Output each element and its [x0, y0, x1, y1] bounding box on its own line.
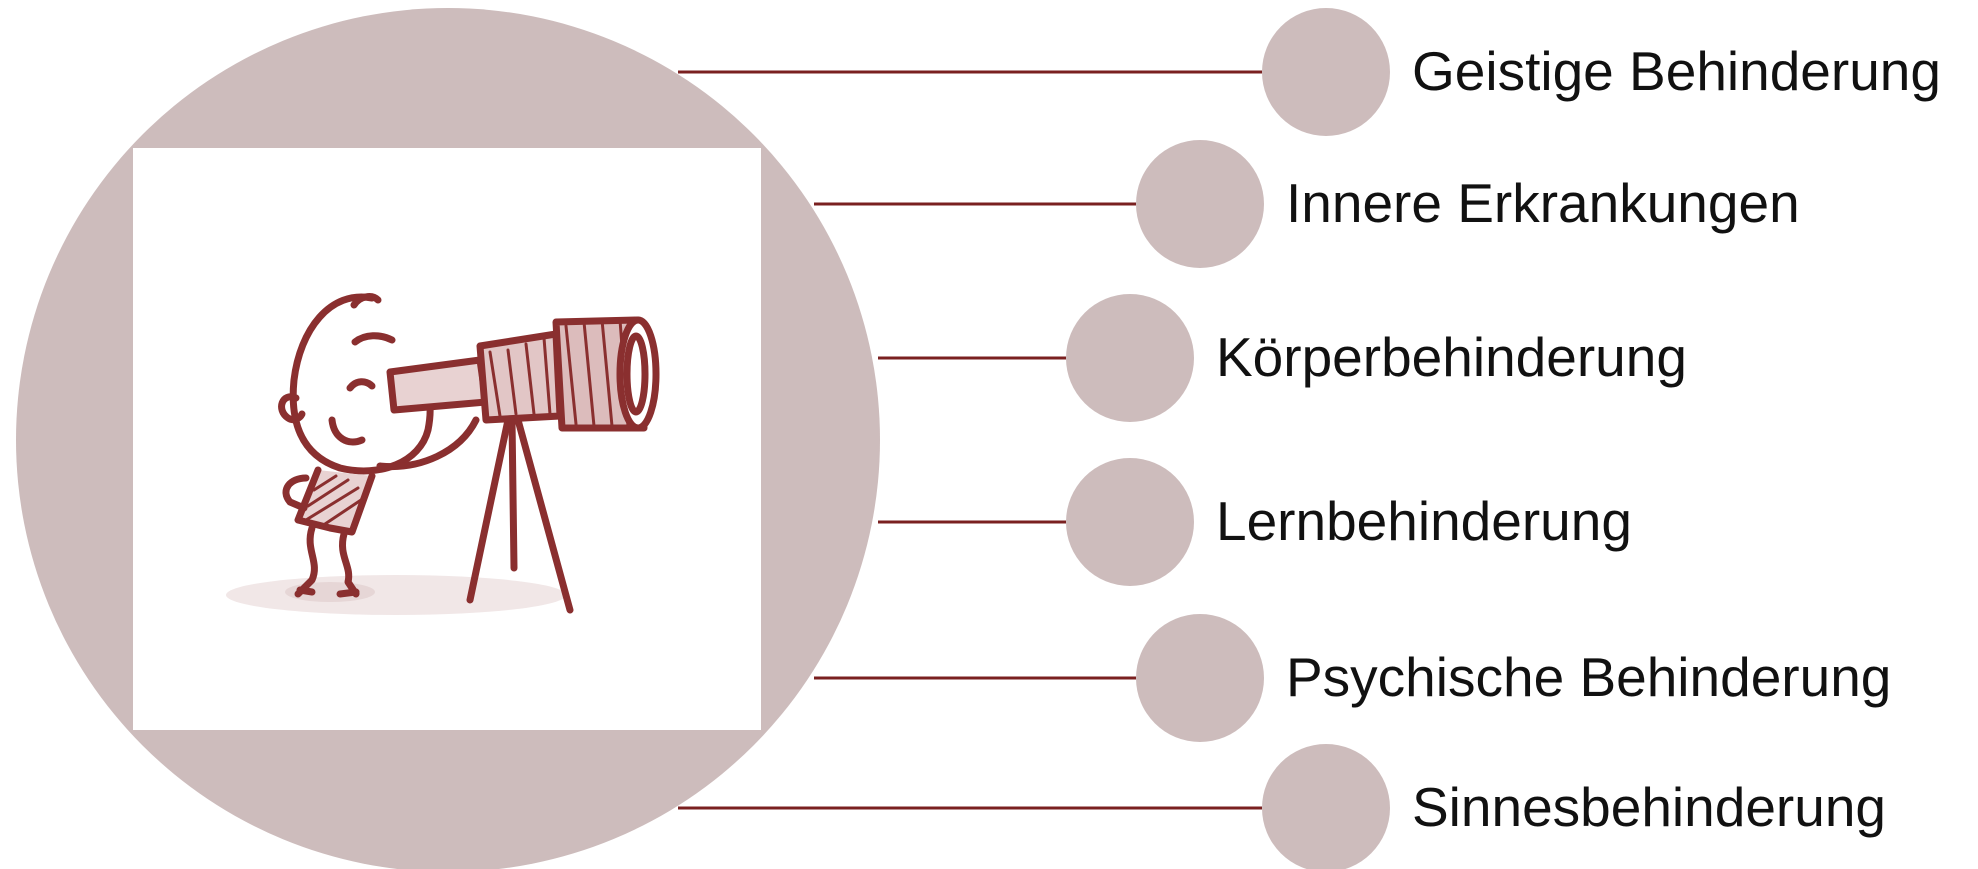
- telescope-hatch: [488, 318, 630, 428]
- item-label-psychische-behinderung: Psychische Behinderung: [1286, 646, 1892, 708]
- bullet-circle-1: [1262, 8, 1390, 136]
- connector-lines: [678, 70, 1262, 810]
- illustration-frame: [133, 148, 761, 730]
- tripod-right-leg: [514, 416, 574, 614]
- item-label-innere-erkrankungen: Innere Erkrankungen: [1286, 172, 1800, 234]
- item-label-lernbehinderung: Lernbehinderung: [1216, 490, 1632, 552]
- bullet-circle-3: [1066, 294, 1194, 422]
- arm-raised: [376, 416, 480, 471]
- telescope-lens-inner: [623, 332, 649, 416]
- right-foot: [336, 588, 360, 598]
- smile: [328, 416, 366, 446]
- telescope-person-illustration: [226, 293, 660, 615]
- item-label-geistige-behinderung: Geistige Behinderung: [1412, 40, 1941, 102]
- bullet-circle-6: [1262, 744, 1390, 869]
- hair-curl: [350, 293, 382, 309]
- bullet-circle-5: [1136, 614, 1264, 742]
- tripod-center-leg: [508, 416, 518, 572]
- head-outline: [289, 293, 434, 475]
- torso-hatch: [304, 474, 366, 528]
- ground-shadow: [226, 575, 566, 615]
- right-leg: [339, 530, 360, 598]
- eyebrow: [351, 332, 396, 346]
- bullet-circles: [1066, 8, 1390, 869]
- item-label-koerperbehinderung: Körperbehinderung: [1216, 326, 1687, 388]
- bullet-circle-4: [1066, 458, 1194, 586]
- item-label-sinnesbehinderung: Sinnesbehinderung: [1412, 776, 1886, 838]
- eye: [346, 378, 376, 392]
- bullet-circle-2: [1136, 140, 1264, 268]
- left-foot: [296, 586, 316, 596]
- telescope-eyepiece: [386, 356, 490, 414]
- arm-on-hip: [282, 474, 310, 512]
- tripod-left-leg: [466, 416, 512, 604]
- left-leg: [294, 524, 318, 598]
- ear: [278, 393, 306, 424]
